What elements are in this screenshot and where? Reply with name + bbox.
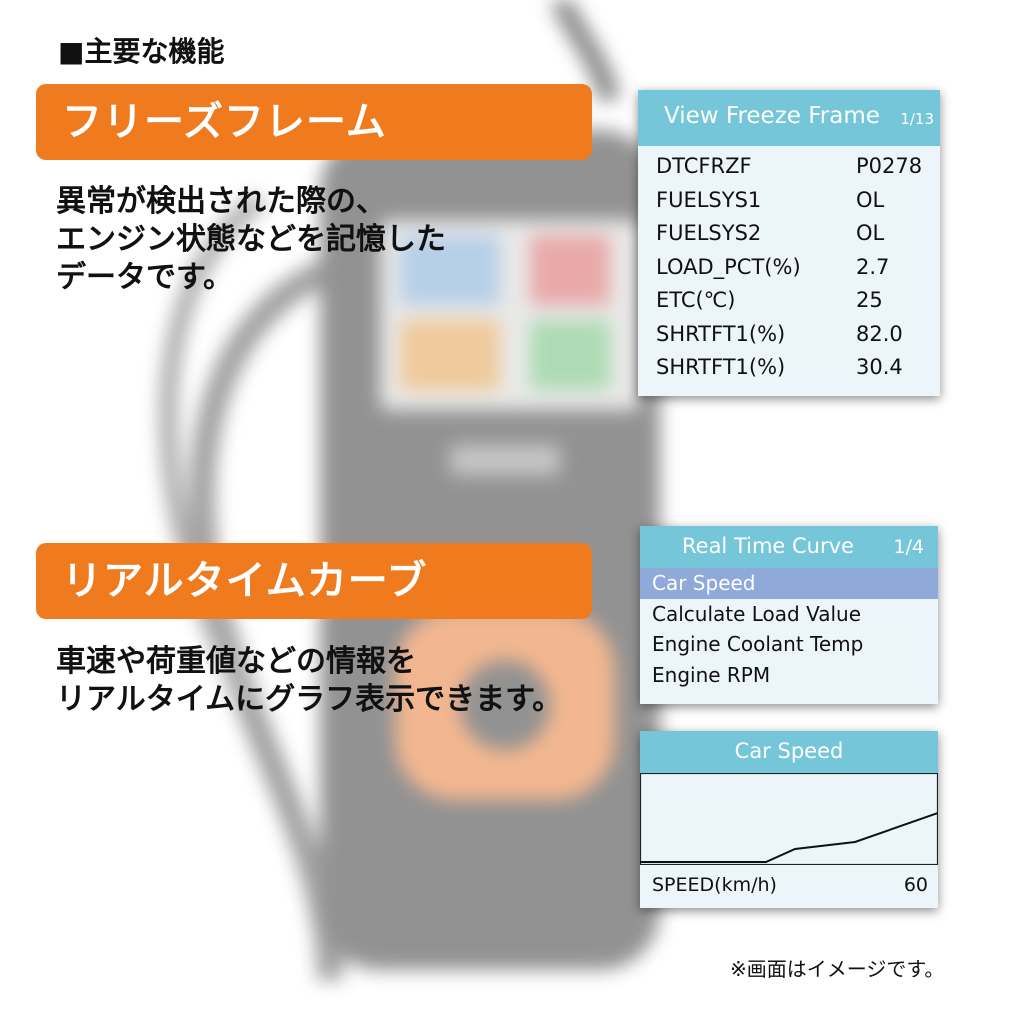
row-value: 2.7 xyxy=(856,254,890,279)
speed-curve-line xyxy=(640,812,938,863)
menu-item-car-speed[interactable]: Car Speed xyxy=(640,568,938,599)
menu-item-engine-rpm[interactable]: Engine RPM xyxy=(652,662,771,687)
freeze-frame-row: SHRTFT1(%) 30.4 xyxy=(638,351,940,385)
description-line: 異常が検出された際の、 xyxy=(56,184,386,219)
freeze-frame-row: SHRTFT1(%) 82.0 xyxy=(638,318,940,352)
menu-item-calculate-load-value[interactable]: Calculate Load Value xyxy=(652,601,862,626)
real-time-curve-description: 車速や荷重値などの情報を リアルタイムにグラフ表示できます。 xyxy=(56,643,562,719)
speed-readout: SPEED(km/h) 60 xyxy=(640,871,938,901)
speed-graph xyxy=(640,773,938,865)
description-line: データです。 xyxy=(56,260,233,295)
freeze-frame-row: LOAD_PCT(%) 2.7 xyxy=(638,251,940,285)
freeze-frame-screen: View Freeze Frame 1/13 DTCFRZF P0278 FUE… xyxy=(638,90,940,396)
freeze-frame-row: ETC(℃) 25 xyxy=(638,284,940,318)
row-key: SHRTFT1(%) xyxy=(656,355,786,379)
description-line: 車速や荷重値などの情報を xyxy=(56,644,416,679)
freeze-frame-banner: フリーズフレーム xyxy=(36,84,592,160)
freeze-frame-list: DTCFRZF P0278 FUELSYS1 OL FUELSYS2 OL LO… xyxy=(638,146,940,385)
screen-title: Car Speed xyxy=(734,739,844,763)
screen-title: View Freeze Frame xyxy=(664,103,880,129)
row-key: FUELSYS1 xyxy=(656,187,762,212)
screen-header: View Freeze Frame 1/13 xyxy=(638,90,940,146)
screen-header: Real Time Curve 1/4 xyxy=(640,526,938,568)
row-value: 82.0 xyxy=(856,321,903,346)
real-time-curve-screen: Real Time Curve 1/4 Car Speed Calculate … xyxy=(640,526,938,704)
row-key: DTCFRZF xyxy=(656,154,752,178)
screen-title: Real Time Curve xyxy=(682,534,854,558)
page-indicator: 1/13 xyxy=(900,110,934,128)
row-value: OL xyxy=(856,221,885,245)
real-time-curve-banner: リアルタイムカーブ xyxy=(36,543,592,619)
page-heading: ■主要な機能 xyxy=(58,35,225,68)
screen-header: Car Speed xyxy=(640,731,938,773)
menu-item-engine-coolant-temp[interactable]: Engine Coolant Temp xyxy=(652,632,864,656)
speed-value: 60 xyxy=(903,874,928,896)
row-key: SHRTFT1(%) xyxy=(656,321,786,346)
row-key: LOAD_PCT(%) xyxy=(656,254,801,279)
row-value: OL xyxy=(856,187,885,212)
row-key: ETC(℃) xyxy=(656,288,736,312)
freeze-frame-row: FUELSYS2 OL xyxy=(638,217,940,251)
image-note: ※画面はイメージです。 xyxy=(730,957,945,981)
description-line: リアルタイムにグラフ表示できます。 xyxy=(56,682,563,717)
graph-frame xyxy=(640,773,938,865)
speed-label: SPEED(km/h) xyxy=(652,874,777,896)
row-value: P0278 xyxy=(856,154,923,178)
car-speed-screen: Car Speed SPEED(km/h) 60 xyxy=(640,731,938,908)
freeze-frame-description: 異常が検出された際の、 エンジン状態などを記憶した データです。 xyxy=(56,183,446,297)
row-value: 25 xyxy=(856,288,883,312)
row-key: FUELSYS2 xyxy=(656,221,762,245)
row-value: 30.4 xyxy=(856,355,903,379)
description-line: エンジン状態などを記憶した xyxy=(56,222,446,257)
freeze-frame-row: DTCFRZF P0278 xyxy=(638,150,940,184)
freeze-frame-row: FUELSYS1 OL xyxy=(638,184,940,218)
page-indicator: 1/4 xyxy=(893,536,924,558)
